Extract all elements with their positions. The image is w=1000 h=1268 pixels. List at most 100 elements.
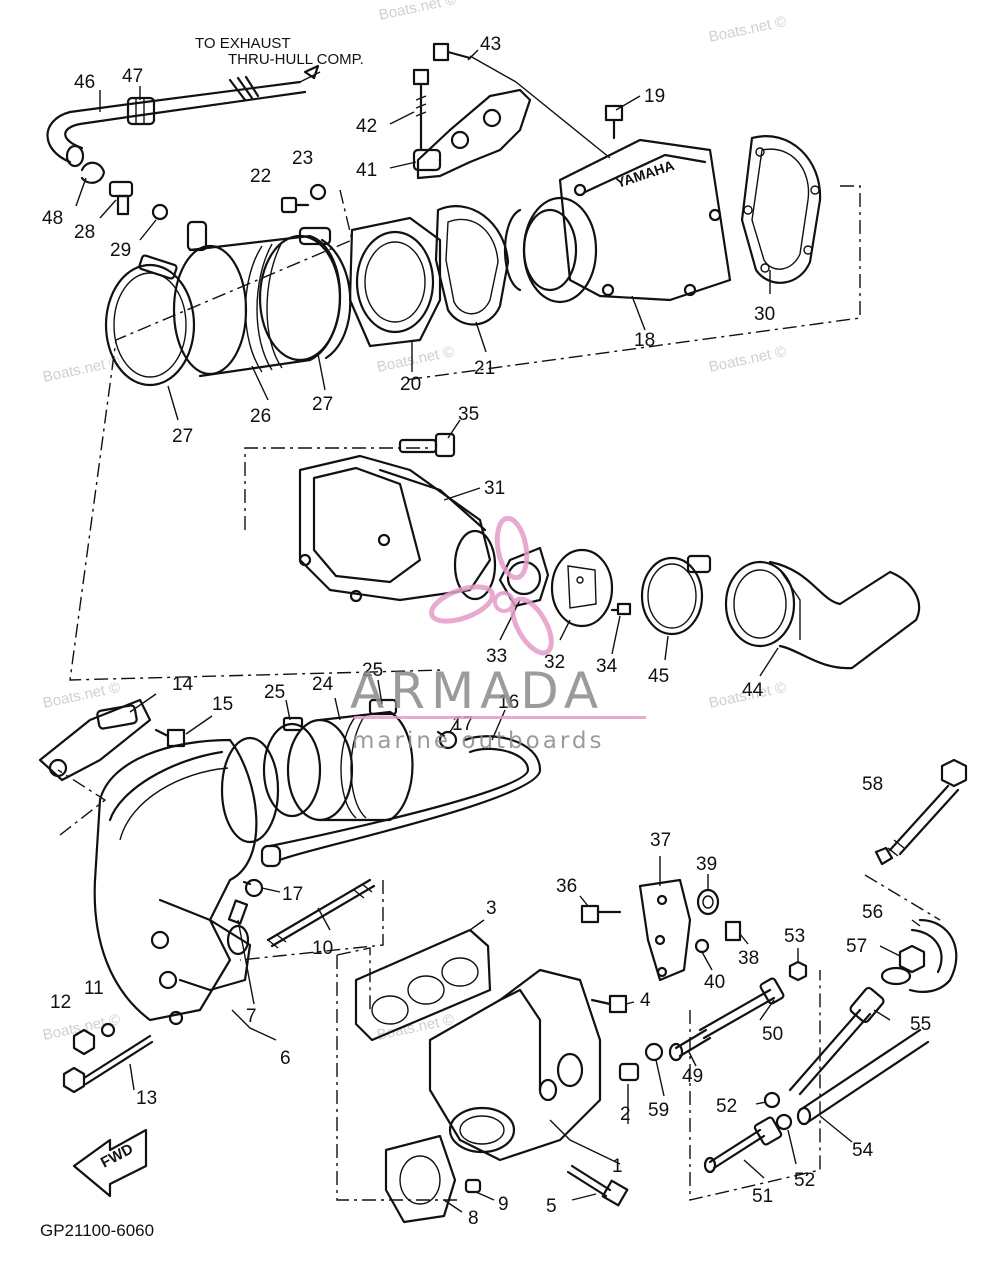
- pipe-49: [668, 1028, 712, 1062]
- callout-8: 8: [468, 1208, 479, 1229]
- watermark: Boats.net ©: [41, 353, 121, 386]
- dowel-9: [464, 1178, 482, 1194]
- callout-32: 32: [544, 652, 565, 673]
- callout-44: 44: [742, 680, 764, 701]
- bracket-37: [638, 878, 692, 982]
- stud-7: [227, 899, 249, 925]
- callout-9: 9: [498, 1194, 509, 1215]
- elbow-56: [908, 918, 958, 993]
- drawing-code: GP21100-6060: [40, 1221, 154, 1240]
- hose-16: [260, 735, 542, 868]
- callout-49: 49: [682, 1066, 703, 1087]
- callout-10: 10: [312, 938, 333, 959]
- brand-divider: [354, 716, 646, 719]
- nut-53: [788, 960, 808, 982]
- callout-labels: 43 46 47 42 19 41 22 23 48 28 29 30 18 2…: [42, 34, 931, 1229]
- callout-2: 2: [620, 1104, 631, 1125]
- gasket-21: [434, 205, 510, 326]
- callout-7: 7: [246, 1006, 257, 1027]
- callout-46: 46: [74, 72, 95, 93]
- watermark: Boats.net ©: [707, 13, 787, 46]
- callout-51: 51: [752, 1186, 773, 1207]
- hose-clamp-27-b: [320, 238, 352, 360]
- plug-2: [618, 1062, 640, 1082]
- callout-52a: 52: [716, 1096, 737, 1117]
- callout-50: 50: [762, 1024, 783, 1045]
- callout-1: 1: [612, 1156, 623, 1177]
- exhaust-pipe-6: [93, 736, 280, 1026]
- callout-6: 6: [280, 1048, 291, 1069]
- note-line-1: TO EXHAUST: [195, 35, 291, 52]
- callout-37: 37: [650, 830, 671, 851]
- callout-42: 42: [356, 116, 377, 137]
- armada-logo-icon: [429, 515, 554, 656]
- note-line-2: THRU-HULL COMP.: [228, 51, 364, 68]
- cover-32: [550, 548, 614, 628]
- callout-58: 58: [862, 774, 883, 795]
- bolt-13: [62, 1034, 154, 1094]
- callout-40: 40: [704, 972, 725, 993]
- callout-48: 48: [42, 208, 63, 229]
- brand-name: ARMADA: [350, 662, 604, 720]
- callout-38: 38: [738, 948, 759, 969]
- clamp-59: [644, 1042, 664, 1062]
- hose-clamp-17: [436, 730, 458, 750]
- callout-59: 59: [648, 1100, 669, 1121]
- callout-15: 15: [212, 694, 233, 715]
- rubber-joint-26: [172, 220, 342, 378]
- rubber-hose-44: [724, 560, 921, 670]
- bolt-38: [724, 920, 742, 942]
- exhaust-direction-note: TO EXHAUST THRU-HULL COMP.: [195, 35, 364, 68]
- bolt-19: [604, 104, 624, 140]
- bolt-5: [566, 1164, 629, 1207]
- callout-5: 5: [546, 1196, 557, 1217]
- watermark: Boats.net ©: [41, 1011, 121, 1044]
- callout-24: 24: [312, 674, 334, 695]
- bolt-36: [580, 904, 622, 924]
- nut-57: [880, 944, 926, 986]
- watermark: Boats.net ©: [377, 0, 457, 24]
- bracket-14: [38, 698, 152, 782]
- callout-11: 11: [84, 978, 104, 999]
- callout-36: 36: [556, 876, 577, 897]
- nut-12-washer-11: [72, 1022, 116, 1056]
- exhaust-chamber-31: [298, 432, 497, 603]
- watermark: Boats.net ©: [375, 343, 455, 376]
- pipe-50: [698, 977, 785, 1040]
- callout-30: 30: [754, 304, 775, 325]
- callout-33: 33: [486, 646, 507, 667]
- armada-brand-overlay: ARMADA marine outboards: [350, 515, 646, 754]
- hose-clamp-25: [262, 716, 322, 818]
- exhaust-hose-assembly: [46, 64, 321, 221]
- callout-19: 19: [644, 86, 665, 107]
- callout-41: 41: [356, 160, 377, 181]
- callout-18: 18: [634, 330, 655, 351]
- flange-20: [348, 216, 442, 348]
- callout-28: 28: [74, 222, 95, 243]
- callout-39: 39: [696, 854, 717, 875]
- clamps-52: [763, 1091, 793, 1131]
- callout-14: 14: [172, 674, 194, 695]
- callout-29: 29: [110, 240, 131, 261]
- hose-clamp-27: [104, 254, 196, 387]
- callout-16: 16: [498, 692, 519, 713]
- callout-27a: 27: [172, 426, 193, 447]
- leader-lines: [75, 49, 921, 1213]
- callout-17a: 17: [452, 714, 473, 735]
- callout-25b: 25: [362, 660, 383, 681]
- hose-55: [788, 986, 885, 1096]
- callout-4: 4: [640, 990, 651, 1011]
- fitting-51: [703, 1116, 783, 1174]
- callout-23: 23: [292, 148, 313, 169]
- muffler-18: YAMAHA: [504, 138, 732, 304]
- hose-clamp-45: [640, 554, 712, 636]
- callout-52b: 52: [794, 1170, 815, 1191]
- gasket-30: [740, 135, 822, 284]
- watermark: Boats.net ©: [707, 343, 787, 376]
- callout-21: 21: [474, 358, 495, 379]
- brand-tagline: marine outboards: [352, 728, 604, 754]
- bolt-58: [874, 758, 968, 866]
- callout-57: 57: [846, 936, 867, 957]
- callout-22: 22: [250, 166, 271, 187]
